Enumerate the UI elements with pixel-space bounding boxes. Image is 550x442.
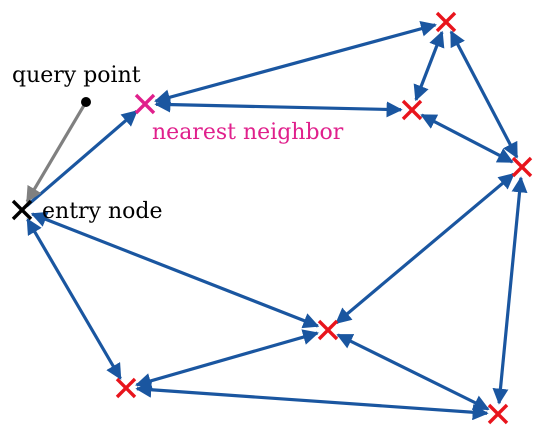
nearest-neighbor-label: nearest neighbor (152, 120, 344, 145)
edge-entry-nn (25, 109, 138, 208)
graph-node-marker (487, 403, 509, 425)
query-point-label: query point (12, 63, 141, 88)
edge-nn-n2 (154, 20, 437, 106)
edge-n1-n2 (413, 30, 445, 102)
edge-n5-n6 (135, 381, 489, 421)
nearest-neighbor-marker (134, 93, 156, 115)
edge-nn-n1 (154, 96, 403, 118)
edge-n3-n4 (335, 172, 515, 325)
edge-n2-n3 (449, 30, 519, 159)
entry-node-marker (11, 199, 33, 221)
edge-n4-n5 (135, 329, 319, 389)
query-point-dot (81, 97, 91, 107)
graph-node-marker (115, 377, 137, 399)
edge-n4-n6 (336, 333, 490, 411)
nodes-layer (11, 11, 533, 425)
graph-node-marker (511, 156, 533, 178)
edge-entry-n5 (26, 218, 122, 380)
edge-entry-n4 (30, 211, 320, 329)
edge-n3-n6 (492, 176, 528, 405)
edges-layer (25, 20, 528, 421)
query-to-entry-arrow (25, 104, 86, 203)
entry-node-label: entry node (42, 199, 162, 224)
graph-node-marker (435, 11, 457, 33)
graph-node-marker (317, 319, 339, 341)
graph-node-marker (401, 99, 423, 121)
